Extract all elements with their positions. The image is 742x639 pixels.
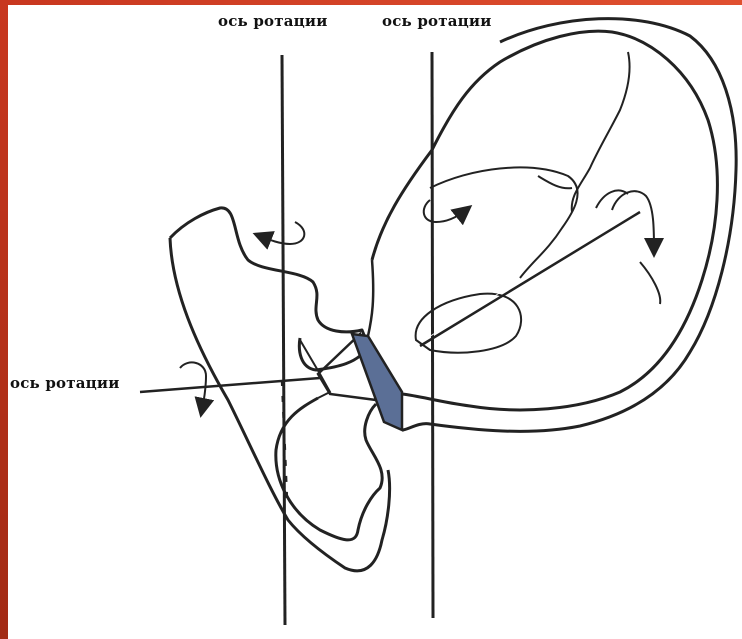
basin-notch bbox=[538, 176, 572, 188]
iliac-wing bbox=[170, 208, 390, 571]
rotation-arrow-right bbox=[424, 200, 466, 222]
left-vertical-axis bbox=[282, 55, 285, 625]
horizontal-axis bbox=[140, 378, 320, 392]
basin-hook bbox=[596, 190, 628, 208]
oblique-axis bbox=[420, 212, 640, 346]
basin-lower-lip bbox=[640, 262, 660, 304]
rotation-arrow-oblique bbox=[612, 191, 654, 250]
axis-label-horizontal: ось ротации bbox=[10, 374, 120, 392]
basin-ridge bbox=[430, 167, 578, 278]
basin-inner-wall bbox=[368, 260, 373, 336]
highlighted-joint bbox=[352, 334, 402, 430]
axis-label-left: ось ротации bbox=[218, 12, 328, 30]
basin-ridge-upper bbox=[572, 52, 630, 212]
oblique-axis-inner bbox=[424, 208, 636, 340]
pelvic-basin bbox=[372, 31, 717, 410]
axis-label-right: ось ротации bbox=[382, 12, 492, 30]
ischial-bone bbox=[276, 398, 382, 540]
